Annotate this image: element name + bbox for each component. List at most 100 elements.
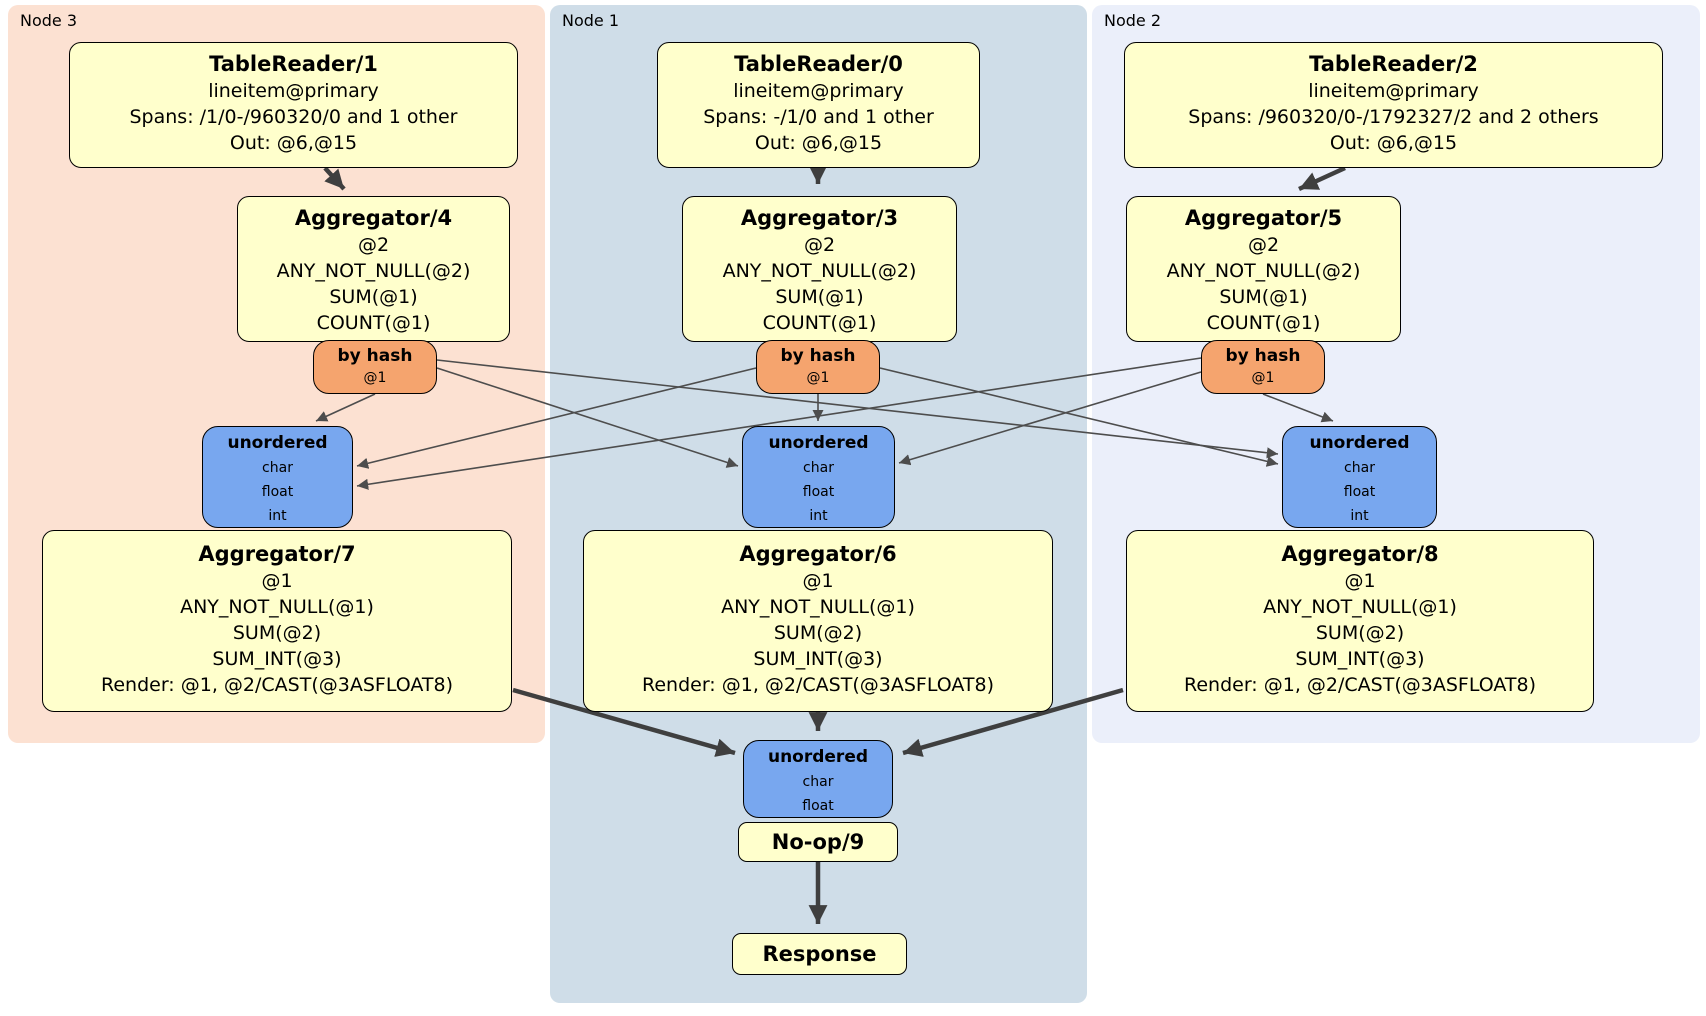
box-title: No-op/9 <box>771 829 865 854</box>
box-line: ANY_NOT_NULL(@2) <box>1166 260 1361 282</box>
aggregator-7-box: Aggregator/7 @1 ANY_NOT_NULL(@1) SUM(@2)… <box>42 530 512 712</box>
noop-9-box: No-op/9 <box>738 822 898 862</box>
box-title: Aggregator/7 <box>198 542 356 566</box>
box-line: ANY_NOT_NULL(@2) <box>276 260 471 282</box>
box-line: SUM(@1) <box>775 286 864 308</box>
box-line: Out: @6,@15 <box>754 132 883 154</box>
edge-tr2-agg5 <box>1298 165 1346 192</box>
unordered-sync-node2: unordered char float int <box>1282 426 1437 528</box>
aggregator-5-box: Aggregator/5 @2 ANY_NOT_NULL(@2) SUM(@1)… <box>1126 196 1401 342</box>
box-line: SUM(@2) <box>232 622 322 644</box>
box-line: @1 <box>802 570 834 592</box>
unordered-sync-node1: unordered char float int <box>742 426 895 528</box>
sync-item: float <box>802 798 834 814</box>
node2-label: Node 2 <box>1104 11 1162 30</box>
box-line: COUNT(@1) <box>1206 312 1321 334</box>
box-line: SUM(@2) <box>1315 622 1405 644</box>
router-detail: @1 <box>806 370 830 386</box>
box-title: Aggregator/3 <box>740 206 899 230</box>
edge-bh1-un2 <box>879 367 1279 467</box>
tablereader-2-box: TableReader/2 lineitem@primary Spans: /9… <box>1124 42 1663 168</box>
sync-item: char <box>1344 460 1375 476</box>
sync-title: unordered <box>767 747 869 767</box>
box-line: COUNT(@1) <box>762 312 877 334</box>
sync-title: unordered <box>227 433 328 453</box>
box-line: ANY_NOT_NULL(@1) <box>1263 596 1457 618</box>
sync-item: int <box>809 508 828 524</box>
box-line: Render: @1, @2/CAST(@3ASFLOAT8) <box>1184 674 1536 696</box>
box-line: @2 <box>357 234 390 256</box>
box-title: Aggregator/8 <box>1281 542 1439 566</box>
router-detail: @1 <box>363 370 387 386</box>
box-line: Spans: -/1/0 and 1 other <box>703 106 934 128</box>
aggregator-6-box: Aggregator/6 @1 ANY_NOT_NULL(@1) SUM(@2)… <box>583 530 1053 712</box>
edge-agg8-sync <box>902 687 1124 757</box>
edge-bh1-un3 <box>356 367 757 469</box>
box-title: TableReader/0 <box>734 52 903 76</box>
sync-item: float <box>802 484 835 500</box>
box-line: ANY_NOT_NULL(@1) <box>721 596 915 618</box>
unordered-sync-final: unordered char float <box>743 740 893 818</box>
aggregator-8-box: Aggregator/8 @1 ANY_NOT_NULL(@1) SUM(@2)… <box>1126 530 1594 712</box>
box-line: Out: @6,@15 <box>1329 132 1458 154</box>
box-line: SUM_INT(@3) <box>753 648 883 670</box>
aggregator-3-box: Aggregator/3 @2 ANY_NOT_NULL(@2) SUM(@1)… <box>682 196 957 342</box>
sync-item: int <box>1350 508 1369 524</box>
hash-router-node2: by hash @1 <box>1201 340 1325 394</box>
response-box: Response <box>732 933 907 975</box>
box-line: SUM(@1) <box>1219 286 1308 308</box>
box-title: Aggregator/5 <box>1184 206 1343 230</box>
edge-agg7-sync <box>512 687 736 757</box>
box-line: lineitem@primary <box>1308 80 1479 102</box>
edge-bh3-un1 <box>436 367 739 468</box>
box-line: Spans: /960320/0-/1792327/2 and 2 others <box>1188 106 1599 128</box>
box-line: @2 <box>803 234 836 256</box>
node3-label: Node 3 <box>20 11 78 30</box>
thick-edges <box>323 165 1346 924</box>
unordered-sync-node3: unordered char float int <box>202 426 353 528</box>
hash-router-node3: by hash @1 <box>313 340 437 394</box>
box-line: Render: @1, @2/CAST(@3ASFLOAT8) <box>101 674 453 696</box>
box-line: @1 <box>1344 570 1376 592</box>
sync-item: int <box>268 508 287 524</box>
edge-bh2-un3 <box>356 357 1202 490</box>
box-line: SUM_INT(@3) <box>212 648 342 670</box>
box-line: SUM_INT(@3) <box>1295 648 1425 670</box>
router-title: by hash <box>337 346 413 366</box>
box-line: COUNT(@1) <box>316 312 431 334</box>
sync-item: char <box>262 460 293 476</box>
sync-item: float <box>261 484 294 500</box>
box-line: SUM(@1) <box>329 286 418 308</box>
box-line: lineitem@primary <box>733 80 904 102</box>
tablereader-1-box: TableReader/1 lineitem@primary Spans: /1… <box>69 42 518 168</box>
box-line: SUM(@2) <box>773 622 863 644</box>
sync-item: char <box>802 774 834 790</box>
box-title: TableReader/1 <box>209 52 378 76</box>
sync-item: float <box>1343 484 1376 500</box>
box-title: Aggregator/6 <box>739 542 897 566</box>
sync-title: unordered <box>768 433 869 453</box>
edge-bh2-un2 <box>1262 393 1334 423</box>
tablereader-0-box: TableReader/0 lineitem@primary Spans: -/… <box>657 42 980 168</box>
box-line: Out: @6,@15 <box>229 132 358 154</box>
box-line: ANY_NOT_NULL(@2) <box>722 260 917 282</box>
box-line: Spans: /1/0-/960320/0 and 1 other <box>129 106 458 128</box>
box-line: @1 <box>261 570 293 592</box>
aggregator-4-box: Aggregator/4 @2 ANY_NOT_NULL(@2) SUM(@1)… <box>237 196 510 342</box>
router-title: by hash <box>780 346 856 366</box>
sync-title: unordered <box>1309 433 1410 453</box>
hash-router-node1: by hash @1 <box>756 340 880 394</box>
box-line: @2 <box>1247 234 1280 256</box>
box-line: Render: @1, @2/CAST(@3ASFLOAT8) <box>642 674 994 696</box>
box-title: TableReader/2 <box>1309 52 1478 76</box>
thin-edges <box>315 357 1334 490</box>
edge-bh2-un1 <box>898 371 1202 466</box>
router-title: by hash <box>1225 346 1301 366</box>
edge-bh3-un2 <box>436 359 1279 459</box>
node1-label: Node 1 <box>562 11 620 30</box>
box-line: lineitem@primary <box>208 80 379 102</box>
edge-bh3-un3 <box>315 393 376 422</box>
sync-item: char <box>803 460 834 476</box>
